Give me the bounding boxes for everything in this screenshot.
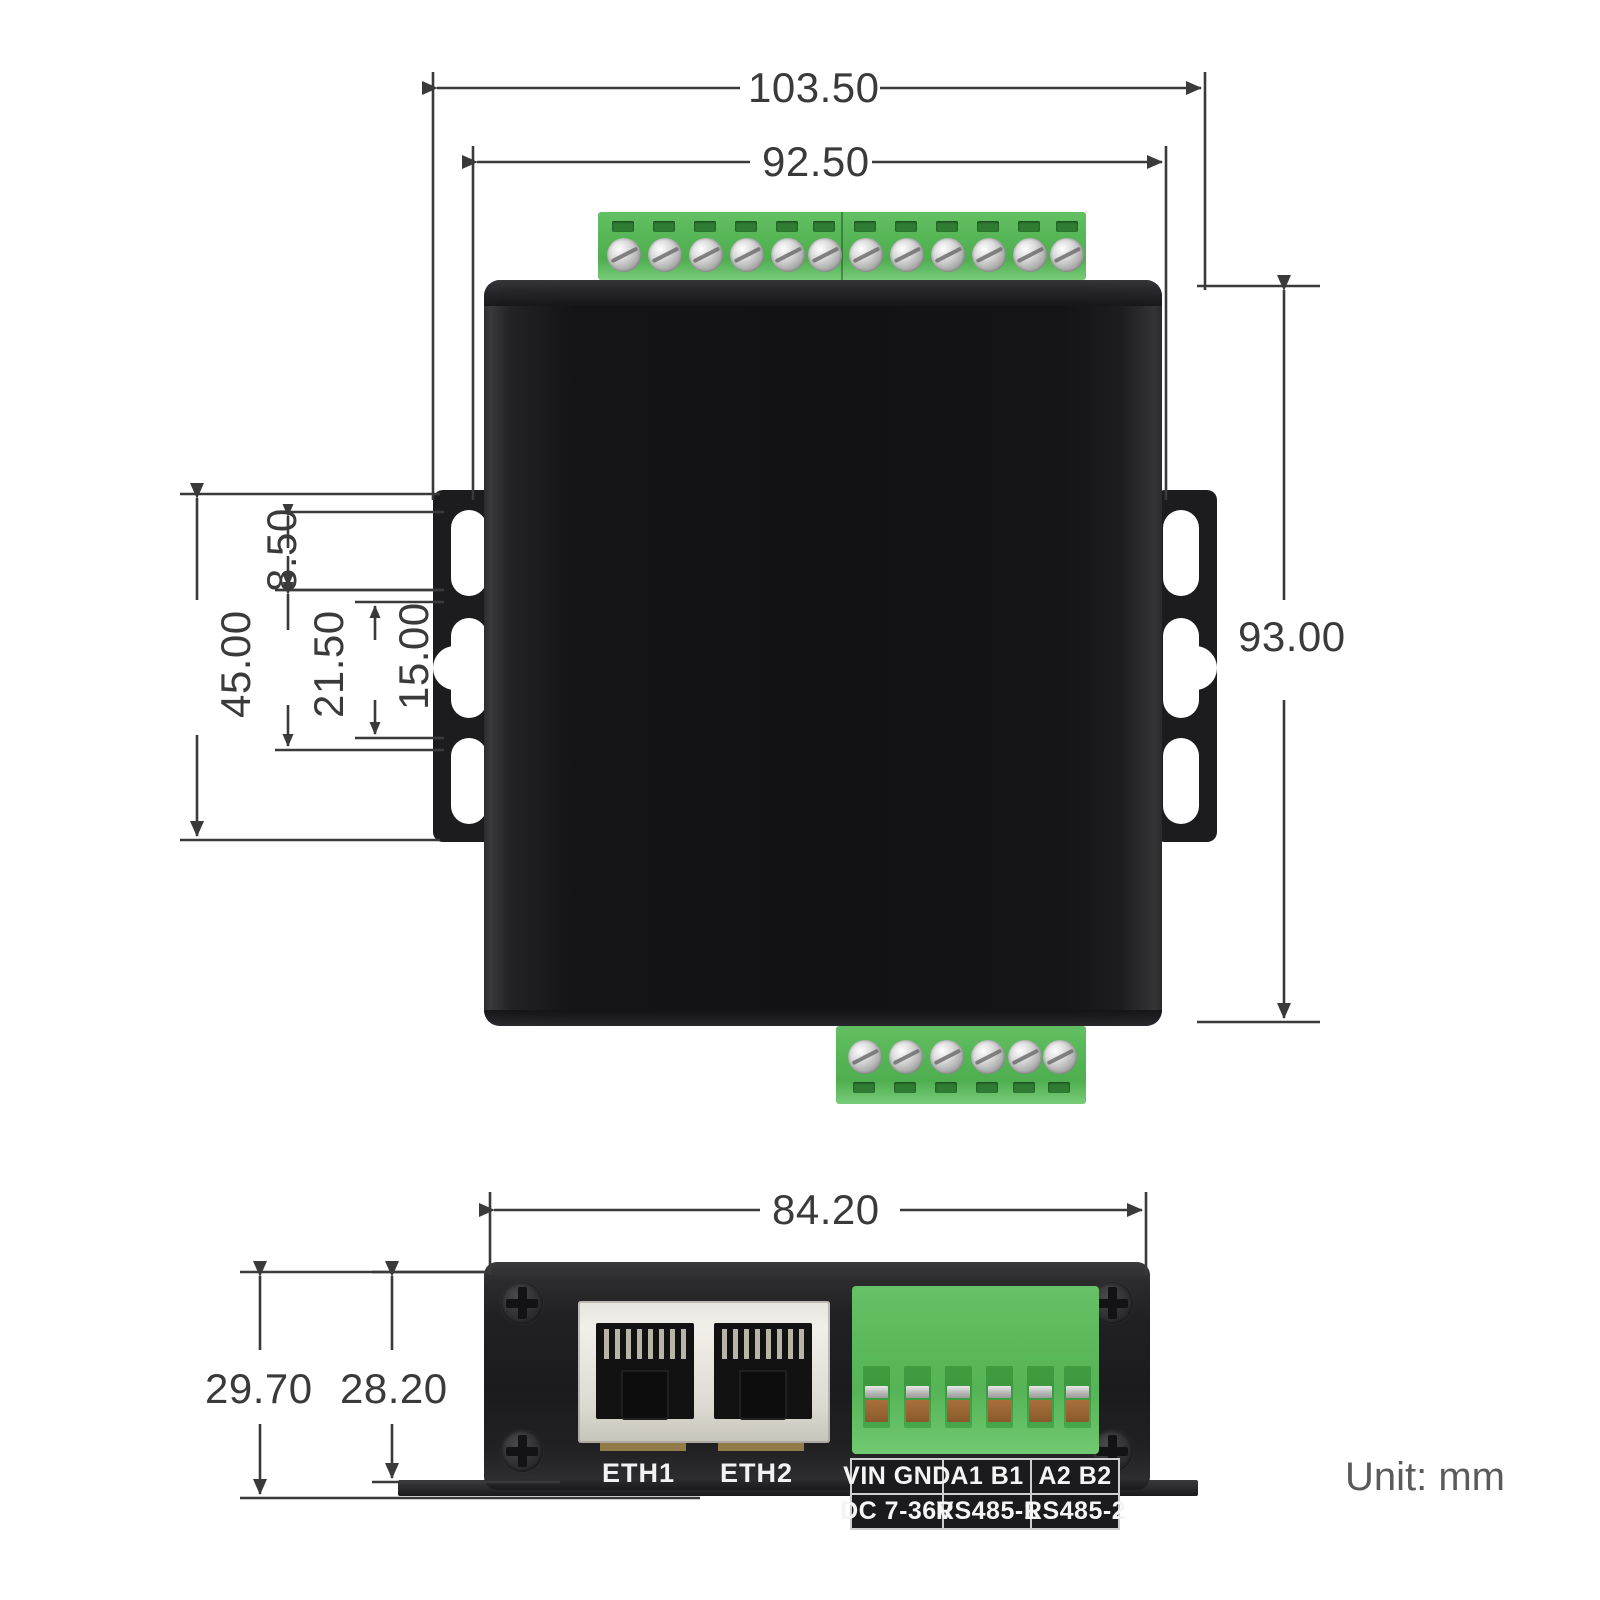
- terminal-clamp: [947, 1386, 970, 1398]
- terminal-screw: [1050, 238, 1084, 272]
- terminal-label-grid: VIN GND DC 7-36V A1 B1 RS485-1 A2 B2 RS4…: [840, 1458, 1127, 1530]
- top-terminal-block: [598, 212, 1086, 280]
- terminal-screw: [771, 238, 805, 272]
- dim-label-92-50: 92.50: [762, 138, 870, 185]
- dim-label-15-00: 15.00: [390, 602, 437, 710]
- enclosure-bottom-edge: [484, 1010, 1162, 1026]
- terminal-screw: [848, 1040, 882, 1074]
- terminal-screw: [1043, 1040, 1077, 1074]
- wire-hole: [854, 221, 876, 232]
- wire-hole: [936, 221, 958, 232]
- rj45-port-1[interactable]: [596, 1323, 694, 1420]
- bracket-slot-bottom: [1163, 738, 1199, 824]
- terminal-screw: [972, 238, 1006, 272]
- panel-screw-top-left: [501, 1282, 543, 1324]
- dim-label-28-20: 28.20: [340, 1365, 448, 1412]
- label-vin-gnd: VIN GND: [843, 1460, 950, 1495]
- label-eth2: ETH2: [720, 1458, 794, 1488]
- wire-hole: [895, 221, 917, 232]
- terminal-clamp: [906, 1386, 929, 1398]
- ethernet-port-housing[interactable]: [578, 1301, 830, 1451]
- terminal-screw: [931, 238, 965, 272]
- terminal-clamp: [1066, 1386, 1089, 1398]
- wire-hole: [1018, 221, 1040, 232]
- front-panel-plate: VIN GND DC 7-36V A1 B1 RS485-1 A2 B2 RS4…: [484, 1262, 1150, 1530]
- label-a1-b1: A1 B1: [944, 1460, 1030, 1495]
- terminal-contact: [947, 1400, 970, 1422]
- bracket-slot-bottom: [451, 738, 487, 824]
- label-rs485-1: RS485-1: [935, 1497, 1039, 1525]
- label-dc-range: DC 7-36V: [840, 1497, 954, 1525]
- terminal-block-seam: [841, 212, 843, 280]
- label-group-power: VIN GND DC 7-36V: [840, 1460, 954, 1528]
- dim-label-93-00: 93.00: [1238, 613, 1346, 660]
- rs485-power-terminal-block[interactable]: [852, 1286, 1099, 1454]
- device-enclosure-top-view: [484, 280, 1162, 1026]
- terminal-clamp: [988, 1386, 1011, 1398]
- enclosure-top-edge: [484, 280, 1162, 306]
- bracket-slot-top: [451, 510, 487, 596]
- rj45-shield-foot: [718, 1443, 804, 1451]
- dim-label-21-50: 21.50: [305, 610, 352, 718]
- wire-hole: [653, 221, 675, 232]
- panel-screw-bottom-left: [501, 1430, 543, 1472]
- terminal-screw: [808, 238, 842, 272]
- wire-hole: [894, 1082, 916, 1093]
- terminal-screw: [1008, 1040, 1042, 1074]
- dim-label-29-70: 29.70: [205, 1365, 313, 1412]
- wire-hole: [735, 221, 757, 232]
- terminal-clamp: [865, 1386, 888, 1398]
- terminal-clamp: [1029, 1386, 1052, 1398]
- wire-hole: [976, 1082, 998, 1093]
- terminal-screw: [648, 238, 682, 272]
- terminal-screw: [730, 238, 764, 272]
- label-eth1: ETH1: [602, 1458, 676, 1488]
- bracket-slot-middle-bulge: [433, 646, 487, 690]
- terminal-screw: [689, 238, 723, 272]
- bracket-slot-middle-bulge: [1163, 646, 1217, 690]
- wire-hole: [1048, 1082, 1070, 1093]
- dim-label-84-20: 84.20: [772, 1186, 880, 1233]
- wire-hole: [1013, 1082, 1035, 1093]
- terminal-contact: [906, 1400, 929, 1422]
- wire-hole: [612, 221, 634, 232]
- rj45-latch: [739, 1370, 787, 1420]
- label-group-rs485-2: A2 B2 RS485-2: [1023, 1460, 1127, 1528]
- rj45-contacts: [721, 1328, 805, 1360]
- bottom-terminal-block: [836, 1026, 1086, 1104]
- rj45-shield-foot: [600, 1443, 686, 1451]
- mounting-bracket-right: [1155, 490, 1217, 842]
- label-rs485-2: RS485-2: [1023, 1497, 1127, 1525]
- terminal-contact: [1066, 1400, 1089, 1422]
- wire-hole: [977, 221, 999, 232]
- rj45-latch: [621, 1370, 669, 1420]
- terminal-screw: [607, 238, 641, 272]
- terminal-contact: [1029, 1400, 1052, 1422]
- terminal-screw: [930, 1040, 964, 1074]
- unit-label: Unit: mm: [1345, 1455, 1505, 1499]
- terminal-contact: [865, 1400, 888, 1422]
- dim-label-103-50: 103.50: [748, 64, 880, 111]
- label-group-rs485-1: A1 B1 RS485-1: [935, 1460, 1039, 1528]
- label-a2-b2: A2 B2: [1032, 1460, 1118, 1495]
- wire-hole: [935, 1082, 957, 1093]
- terminal-screw: [890, 238, 924, 272]
- bracket-slot-top: [1163, 510, 1199, 596]
- terminal-screw: [1013, 238, 1047, 272]
- wire-hole: [776, 221, 798, 232]
- dim-label-45-00: 45.00: [212, 610, 259, 718]
- terminal-screw: [889, 1040, 923, 1074]
- rj45-contacts: [603, 1328, 687, 1360]
- terminal-screw: [849, 238, 883, 272]
- wire-hole: [853, 1082, 875, 1093]
- terminal-screw: [971, 1040, 1005, 1074]
- terminal-contact: [988, 1400, 1011, 1422]
- top-view: [0, 0, 1600, 1180]
- wire-hole: [694, 221, 716, 232]
- wire-hole: [1056, 221, 1078, 232]
- wire-hole: [813, 221, 835, 232]
- dim-label-8-50: 8.50: [258, 508, 305, 592]
- rj45-port-2[interactable]: [714, 1323, 812, 1420]
